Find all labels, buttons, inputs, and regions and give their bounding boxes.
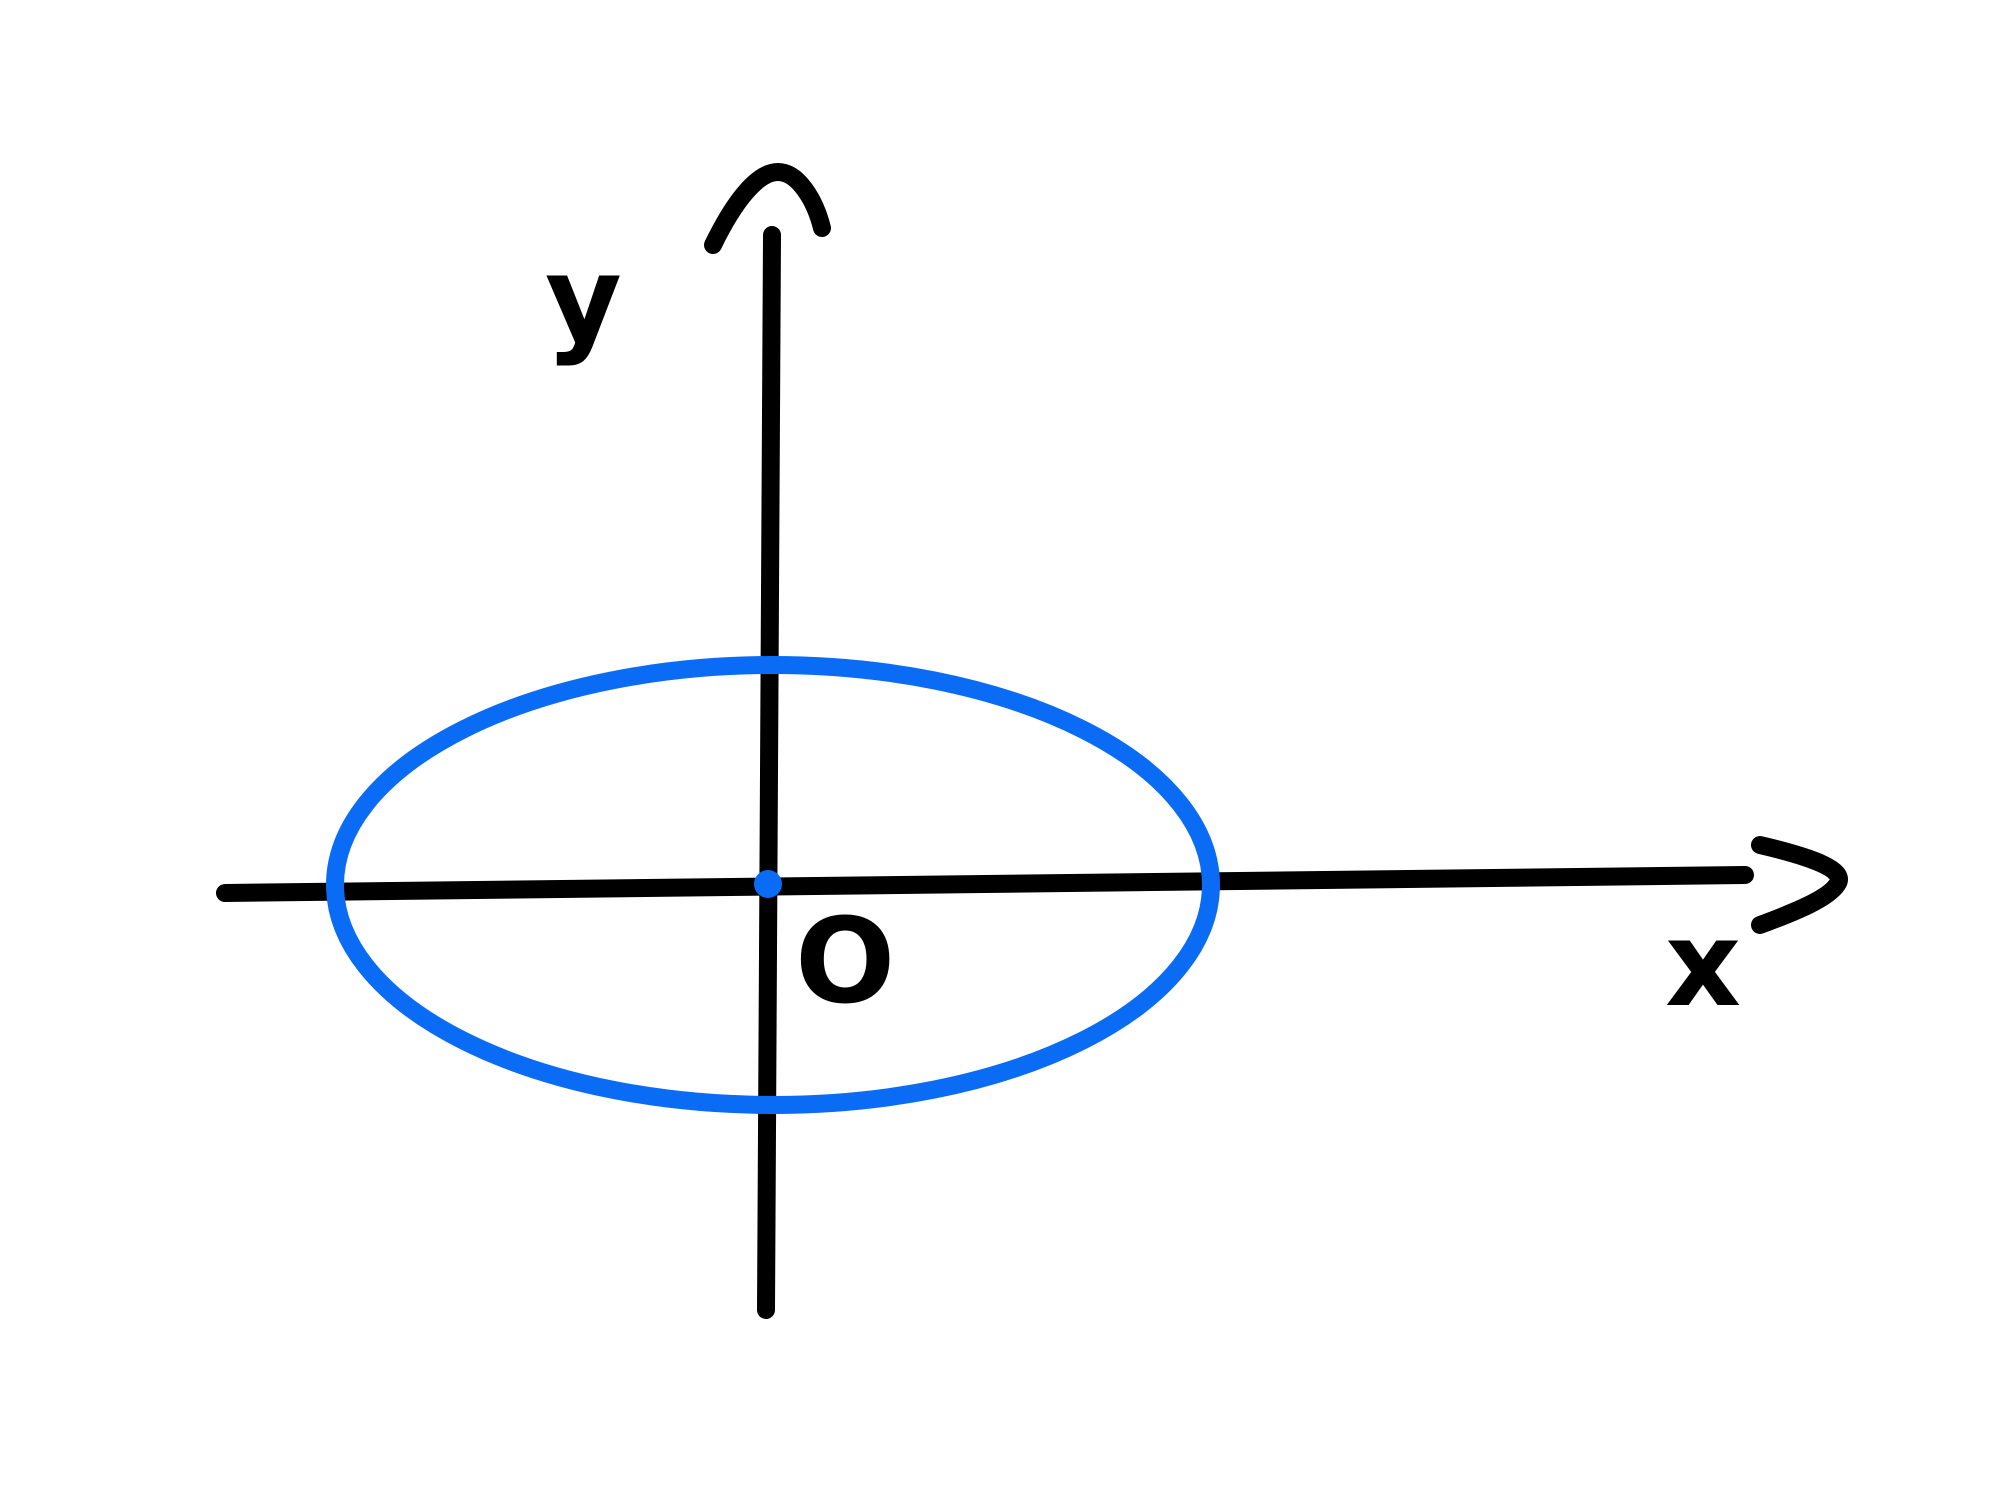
origin-point xyxy=(754,870,782,898)
x-axis-arrowhead xyxy=(1751,836,1848,934)
y-axis-label: y xyxy=(545,230,622,368)
y-axis-arrowhead xyxy=(704,163,831,254)
x-axis-label: x xyxy=(1665,895,1741,1033)
x-axis-line xyxy=(216,866,1754,902)
ellipse xyxy=(326,656,1220,1114)
x-axis xyxy=(216,836,1848,934)
y-axis xyxy=(704,163,831,1319)
y-axis-line xyxy=(757,226,781,1319)
origin-label: O xyxy=(795,892,895,1030)
